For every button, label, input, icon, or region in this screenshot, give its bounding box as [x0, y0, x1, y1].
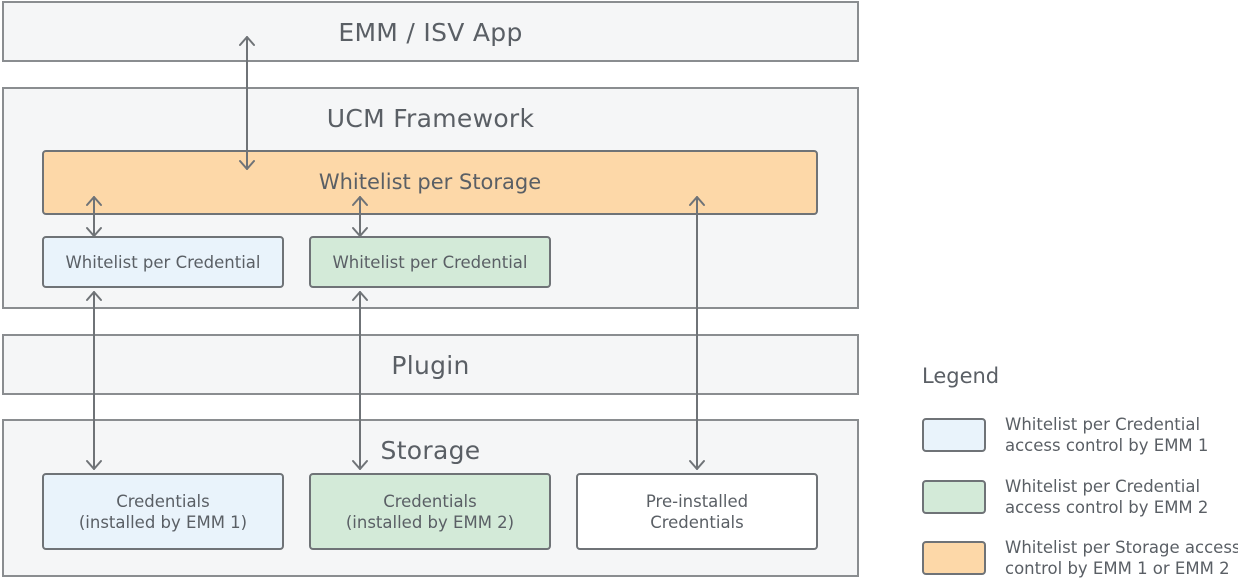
legend-label-emm2-line2: access control by EMM 2 — [1005, 498, 1209, 517]
emm-isv-app-layer: EMM / ISV App — [2, 1, 859, 62]
whitelist-per-credential-emm2-box: Whitelist per Credential — [309, 236, 551, 288]
legend-label-emm2-line1: Whitelist per Credential — [1005, 477, 1201, 496]
legend-label-emm1-line2: access control by EMM 1 — [1005, 436, 1209, 455]
credentials-emm1-line2: (installed by EMM 1) — [78, 512, 248, 532]
preinstalled-credentials-line1: Pre-installed — [645, 491, 749, 511]
plugin-layer: Plugin — [2, 334, 859, 395]
arrow-storage-whitelist-to-credential-whitelist-2 — [352, 196, 368, 237]
ucm-framework-title: UCM Framework — [326, 104, 535, 133]
preinstalled-credentials-box: Pre-installed Credentials — [576, 473, 818, 550]
emm-isv-app-title: EMM / ISV App — [338, 18, 523, 47]
whitelist-per-credential-emm1-label: Whitelist per Credential — [65, 252, 261, 272]
legend-label-emm1: Whitelist per Credential access control … — [1005, 414, 1208, 456]
legend-label-storage-line1: Whitelist per Storage access — [1005, 538, 1238, 557]
whitelist-per-credential-emm2-label: Whitelist per Credential — [332, 252, 528, 272]
legend-label-storage: Whitelist per Storage access control by … — [1005, 537, 1238, 579]
credentials-emm2-line2: (installed by EMM 2) — [345, 512, 515, 532]
arrow-credential-whitelist-1-to-credentials-emm1 — [86, 291, 102, 470]
credentials-emm1-line1: Credentials — [116, 491, 210, 511]
arrow-credential-whitelist-2-to-credentials-emm2 — [352, 291, 368, 470]
credentials-emm2-line1: Credentials — [383, 491, 477, 511]
legend-label-storage-line2: control by EMM 1 or EMM 2 — [1005, 559, 1230, 578]
credentials-emm1-box: Credentials (installed by EMM 1) — [42, 473, 284, 550]
legend-swatch-emm1 — [922, 418, 986, 452]
legend-label-emm2: Whitelist per Credential access control … — [1005, 476, 1208, 518]
whitelist-per-credential-emm1-box: Whitelist per Credential — [42, 236, 284, 288]
storage-title: Storage — [380, 436, 481, 465]
legend-title: Legend — [922, 364, 1000, 388]
arrow-storage-whitelist-to-preinstalled — [689, 196, 705, 470]
legend-swatch-emm2 — [922, 480, 986, 514]
arrow-storage-whitelist-to-credential-whitelist-1 — [86, 196, 102, 237]
whitelist-per-storage-label: Whitelist per Storage — [318, 170, 542, 194]
arrow-app-to-storage-whitelist — [239, 36, 255, 170]
whitelist-per-storage-box: Whitelist per Storage — [42, 150, 818, 215]
legend-label-emm1-line1: Whitelist per Credential — [1005, 415, 1201, 434]
credentials-emm2-box: Credentials (installed by EMM 2) — [309, 473, 551, 550]
preinstalled-credentials-line2: Credentials — [650, 512, 744, 532]
plugin-title: Plugin — [391, 351, 470, 380]
legend-swatch-storage — [922, 541, 986, 575]
